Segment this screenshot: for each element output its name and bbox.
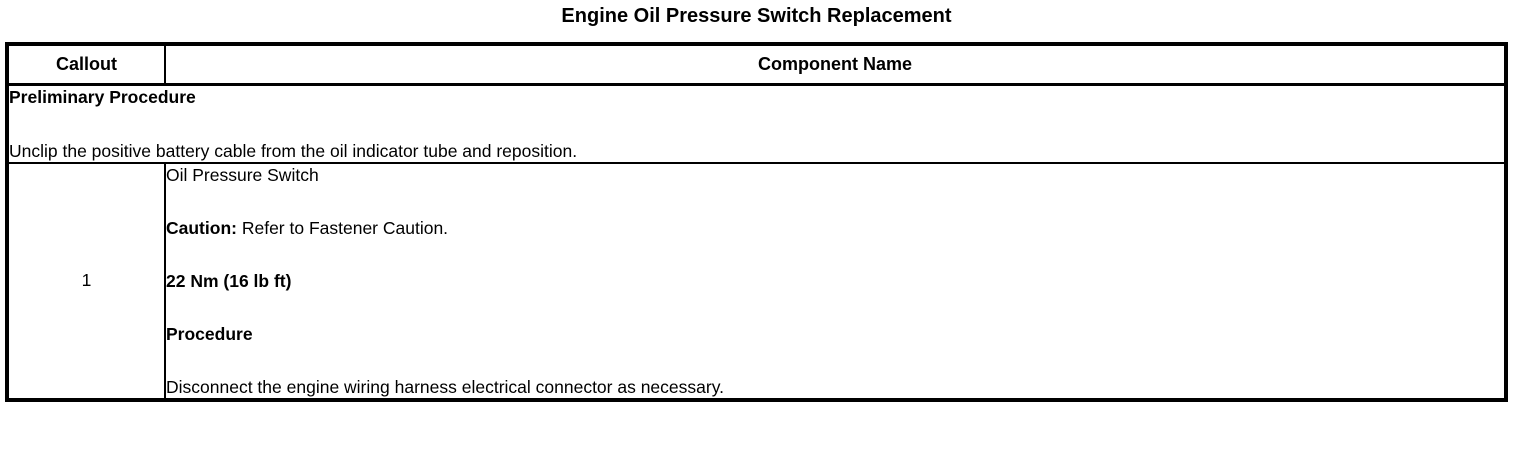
procedure-text: Disconnect the engine wiring harness ele… (166, 376, 725, 397)
procedure-label: Procedure (166, 323, 253, 344)
table-header-row: Callout Component Name (6, 43, 1507, 86)
component-detail-cell: Oil Pressure Switch Caution: Refer to Fa… (164, 161, 1507, 401)
preliminary-procedure-heading: Preliminary Procedure (9, 86, 196, 107)
preliminary-procedure-instruction: Unclip the positive battery cable from t… (9, 140, 578, 161)
caution-label: Caution: (166, 217, 237, 238)
page-title: Engine Oil Pressure Switch Replacement (561, 5, 952, 27)
table-row: 1 Oil Pressure Switch Caution: Refer to … (6, 161, 1507, 401)
component-name: Oil Pressure Switch (166, 164, 319, 185)
caution-line: Caution: Refer to Fastener Caution. (166, 217, 1504, 239)
callout-number: 1 (6, 161, 166, 401)
preliminary-procedure-cell: Preliminary Procedure Unclip the positiv… (6, 83, 1507, 164)
column-header-callout: Callout (6, 43, 166, 86)
caution-text: Refer to Fastener Caution. (236, 217, 449, 238)
component-spec-table: Callout Component Name Preliminary Proce… (5, 42, 1508, 402)
torque-spec: 22 Nm (16 lb ft) (166, 270, 292, 291)
preliminary-procedure-row: Preliminary Procedure Unclip the positiv… (6, 83, 1507, 164)
column-header-component-name: Component Name (164, 43, 1507, 86)
